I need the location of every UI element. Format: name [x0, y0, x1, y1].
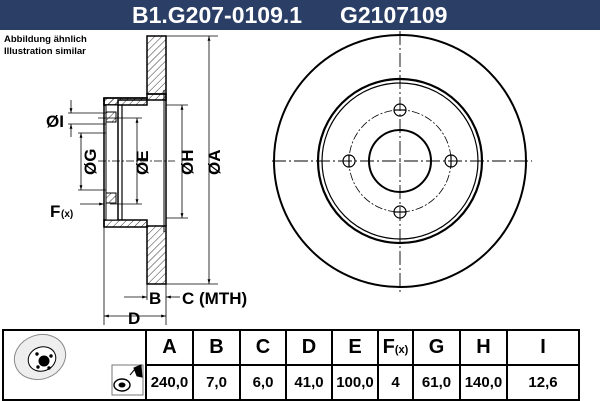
header-f: F(x): [377, 329, 414, 366]
front-view: [272, 31, 532, 292]
value-i: 12,6: [506, 364, 580, 401]
part-number: B1.G207-0109.1: [132, 2, 303, 28]
header-c: C: [239, 329, 287, 366]
reference-number: G2107109: [340, 2, 448, 28]
note-german: Abbildung ähnlich: [4, 34, 87, 45]
value-e: 100,0: [331, 364, 379, 401]
label-thickness-b: B: [149, 289, 161, 308]
side-section-view: [68, 35, 218, 325]
value-g: 61,0: [412, 364, 461, 401]
label-diameter-h: ØH: [178, 150, 197, 176]
value-c: 6,0: [239, 364, 287, 401]
value-b: 7,0: [192, 364, 241, 401]
label-holes-f-suffix: (x): [61, 209, 73, 220]
header-h: H: [459, 329, 508, 366]
label-min-thickness-c: C (MTH): [182, 289, 247, 308]
note-english: Illustration similar: [4, 46, 86, 57]
header-g: G: [412, 329, 461, 366]
label-height-d: D: [128, 309, 140, 328]
illustration-note: Abbildung ähnlich Illustration similar: [4, 34, 87, 58]
value-h: 140,0: [459, 364, 508, 401]
technical-drawing: ØI ØG ØE ØH ØA F (x) B C (MTH) D: [46, 31, 532, 328]
header-bar: B1.G207-0109.1 G2107109: [0, 0, 600, 30]
label-diameter-g: ØG: [81, 149, 100, 175]
spec-table: A B C D E F(x) G H I 240,0 7,0 6,0 41,0 …: [2, 329, 580, 401]
value-d: 41,0: [285, 364, 333, 401]
brake-disc-icon: [13, 333, 144, 396]
spray-cleaner-icon: [111, 364, 144, 396]
label-diameter-e: ØE: [133, 150, 152, 175]
header-b: B: [192, 329, 241, 366]
label-holes-f: F: [50, 202, 60, 221]
value-a: 240,0: [145, 364, 194, 401]
header-e: E: [331, 329, 379, 366]
icon-cell: [2, 329, 147, 401]
header-d: D: [285, 329, 333, 366]
header-a: A: [145, 329, 194, 366]
header-i: I: [506, 329, 580, 366]
label-diameter-i: ØI: [46, 112, 64, 131]
label-diameter-a: ØA: [205, 150, 224, 176]
value-f: 4: [377, 364, 414, 401]
